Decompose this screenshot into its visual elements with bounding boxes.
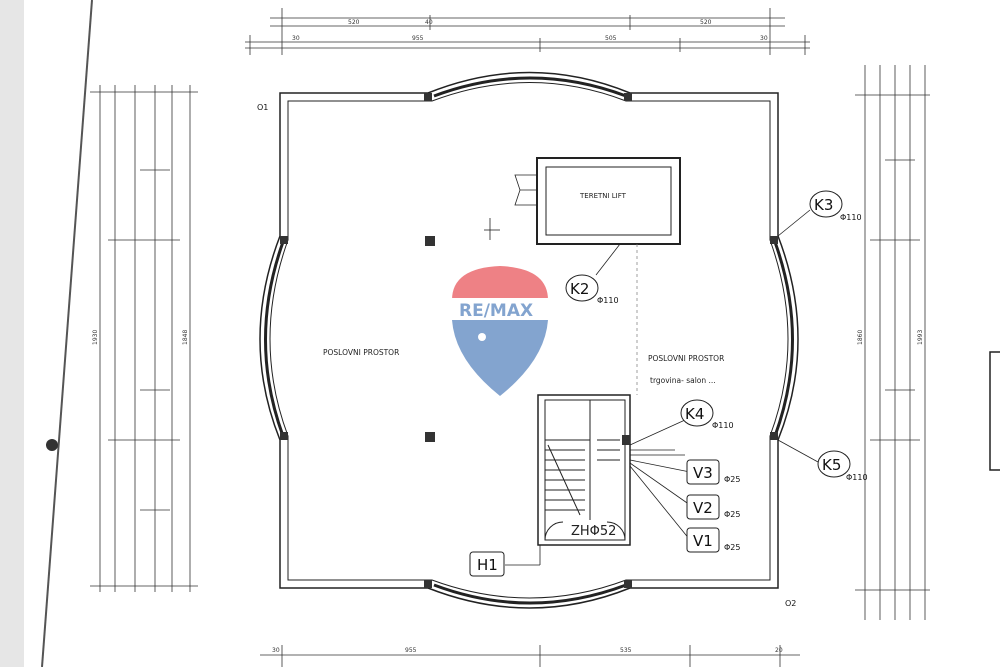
lift-cabin <box>545 166 672 236</box>
corner-label-o1: O1 <box>257 103 268 112</box>
structural-columns <box>280 93 778 588</box>
marker-v3: V3 Φ25 <box>686 459 740 485</box>
dim-bottom-b: 955 <box>405 647 417 654</box>
curved-glazing-right <box>773 241 794 437</box>
marker-v1-tag: V1 <box>693 532 713 550</box>
marker-k5: K5 Φ110 <box>817 450 868 482</box>
right-dimension-chain <box>855 65 930 620</box>
adjacent-drawing-fragment <box>989 351 1000 471</box>
dim-top2-d: 30 <box>760 35 768 42</box>
left-dimension-chain <box>90 85 198 592</box>
level-marker <box>484 218 500 240</box>
remax-band <box>448 298 552 320</box>
stairwell <box>537 394 631 546</box>
dim-top1-a: 520 <box>348 19 360 26</box>
remax-text: RE/MAX <box>459 301 533 321</box>
dim-bottom-a: 30 <box>272 647 280 654</box>
dim-right-outer: 1993 <box>917 330 924 345</box>
marker-h1: H1 <box>469 551 505 577</box>
building-outer-wall <box>259 71 799 609</box>
top-dimension-chain <box>245 8 810 55</box>
dim-top1-b: 40 <box>425 19 433 26</box>
dim-top2-b: 955 <box>412 35 424 42</box>
marker-v1: V1 Φ25 <box>686 527 740 553</box>
marker-k4-dim: Φ110 <box>712 421 734 430</box>
punch-hole <box>46 439 58 451</box>
remax-watermark: RE/MAX <box>448 266 552 396</box>
curved-glazing-left <box>264 241 285 437</box>
curved-glazing-top <box>433 76 627 98</box>
dim-left-outer: 1930 <box>92 330 99 345</box>
room-label-right: POSLOVNI PROSTOR <box>648 354 724 363</box>
marker-v2-tag: V2 <box>693 499 713 517</box>
dim-right-inner: 1860 <box>857 330 864 345</box>
marker-v3-tag: V3 <box>693 464 713 482</box>
marker-v3-dim: Φ25 <box>724 475 740 484</box>
remax-balloon-bottom <box>452 320 548 396</box>
marker-v1-dim: Φ25 <box>724 543 740 552</box>
scan-left-strip <box>0 0 24 667</box>
marker-k5-tag: K5 <box>822 456 841 474</box>
bottom-dimension-chain <box>260 645 800 667</box>
marker-k3-tag: K3 <box>814 196 833 214</box>
marker-v2: V2 Φ25 <box>686 494 740 520</box>
dim-bottom-c: 535 <box>620 647 632 654</box>
marker-k2-dim: Φ110 <box>597 296 619 305</box>
riser-shaft <box>622 435 630 445</box>
curved-glazing-bottom <box>433 583 627 605</box>
dim-top1-c: 520 <box>700 19 712 26</box>
marker-k5-dim: Φ110 <box>846 473 868 482</box>
pipe-lines <box>505 209 819 566</box>
dim-top2-a: 30 <box>292 35 300 42</box>
marker-k4: K4 Φ110 <box>680 399 734 430</box>
marker-k2-tag: K2 <box>570 280 589 298</box>
marker-k4-tag: K4 <box>685 405 704 423</box>
marker-zh-tag: ZHΦ52 <box>571 524 616 539</box>
lift-door-swing <box>514 174 537 206</box>
marker-k3-dim: Φ110 <box>840 213 862 222</box>
marker-k3: K3 Φ110 <box>809 190 862 222</box>
building-inner-wall <box>269 82 789 599</box>
dim-bottom-d: 20 <box>775 647 783 654</box>
remax-balloon-dot <box>478 333 486 341</box>
room-sublabel-right: trgovina- salon ... <box>650 376 716 385</box>
dim-top2-c: 505 <box>605 35 617 42</box>
dim-left-inner: 1848 <box>182 330 189 345</box>
marker-k2: K2 Φ110 <box>565 274 619 305</box>
lift-shaft <box>536 157 681 245</box>
marker-h1-tag: H1 <box>477 556 498 574</box>
room-label-left: POSLOVNI PROSTOR <box>323 348 399 357</box>
lift-label: TERETNI LIFT <box>579 192 627 200</box>
corner-label-o2: O2 <box>785 599 796 608</box>
marker-v2-dim: Φ25 <box>724 510 740 519</box>
remax-balloon-top <box>452 266 548 300</box>
paper-fold-line <box>41 0 93 667</box>
